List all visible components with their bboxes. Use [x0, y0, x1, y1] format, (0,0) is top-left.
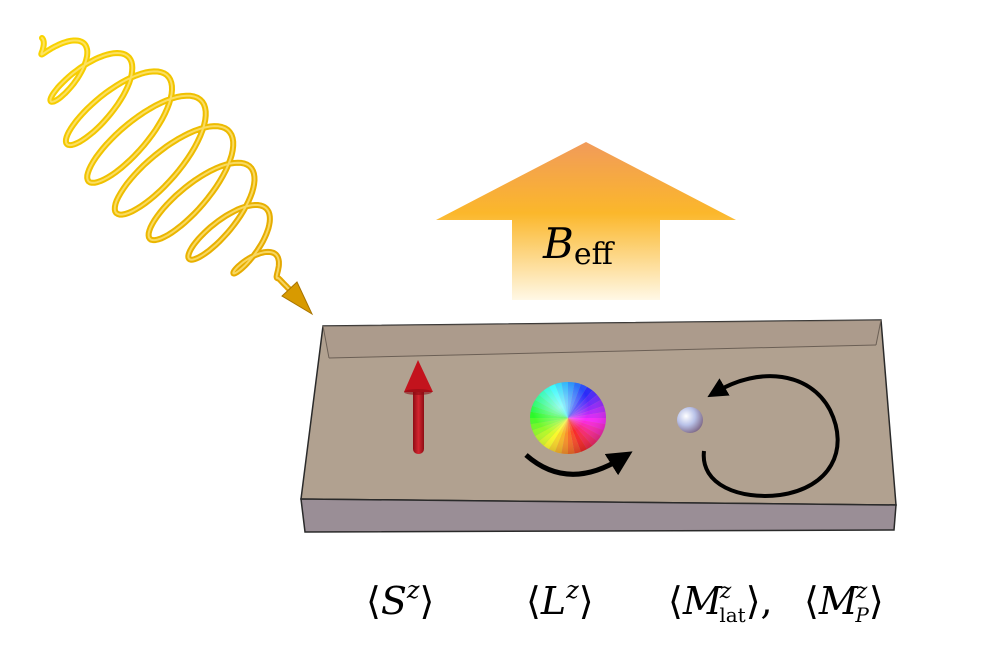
slab-inner-back	[323, 320, 881, 358]
laser-arrowhead-icon	[281, 281, 314, 316]
beff-label: Beff	[542, 219, 616, 272]
slab-front-face	[300, 498, 897, 533]
ion-orbit-arrow-icon	[701, 374, 840, 498]
laser-pulse-icon	[38, 35, 314, 316]
spin-expectation-label: ⟨Sz⟩	[366, 576, 434, 623]
lattice-ion-icon	[677, 407, 703, 433]
effective-field-arrow: Beff	[436, 142, 736, 300]
orbital-rotation-arrow-icon	[524, 451, 633, 477]
spin-arrow-icon	[404, 360, 433, 454]
orbital-expectation-label: ⟨Lz⟩	[526, 576, 594, 623]
orbital-color-wheel-icon	[524, 382, 633, 477]
